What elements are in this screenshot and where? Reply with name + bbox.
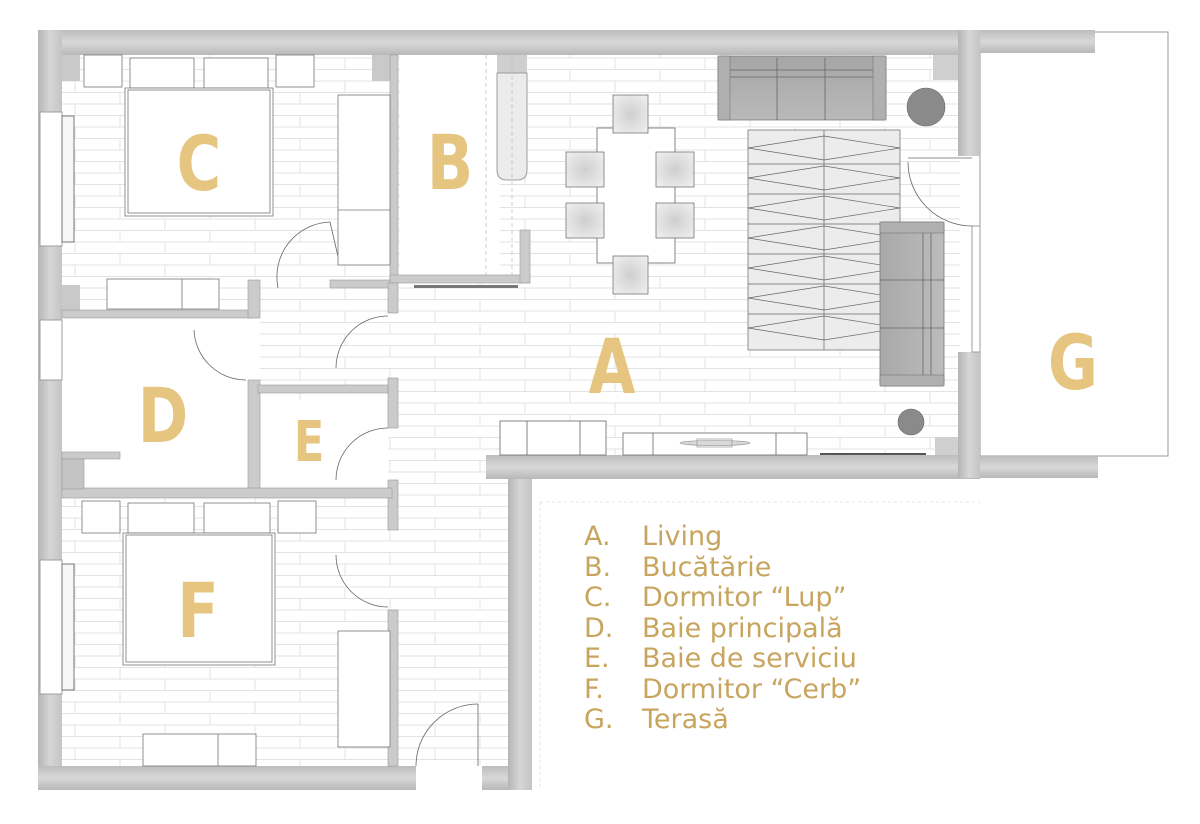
room-label-a: A (588, 323, 635, 411)
bedroom-c-furniture (83, 54, 391, 310)
outline-dashed (539, 501, 980, 790)
rug (747, 129, 901, 351)
room-label-d: D (138, 372, 188, 460)
room-label-b: B (427, 119, 473, 207)
legend-item-b: B. Bucătărie (584, 551, 861, 584)
dining-set (565, 94, 695, 295)
legend-label: Terasă (642, 704, 729, 735)
legend-label: Dormitor “Cerb” (642, 673, 862, 705)
legend-label: Baie de serviciu (642, 643, 857, 674)
room-label-f: F (177, 567, 219, 655)
white-floors (62, 31, 1169, 488)
doors (193, 157, 973, 767)
legend-key: D. (584, 612, 614, 644)
legend-item-f: F. Dormitor “Cerb” (584, 673, 862, 706)
legend-item-e: E. Baie de serviciu (584, 643, 861, 675)
windows (39, 111, 981, 695)
legend-item-g: G. Terasă (584, 704, 861, 736)
legend-key: G. (584, 704, 614, 735)
legend-item-a: A. Living (584, 521, 861, 553)
legend-label: Bucătărie (642, 551, 772, 583)
legend-key: E. (584, 643, 610, 674)
room-label-e: E (294, 409, 325, 474)
room-label-g: G (1048, 319, 1098, 407)
legend-label: Living (642, 521, 723, 552)
legend-label: Dormitor “Lup” (642, 582, 847, 613)
room-legend: A. Living B. Bucătărie C. Dormitor “Lup”… (584, 521, 862, 736)
room-label-c: C (177, 120, 222, 208)
room-labels: A B C D E F G (138, 119, 1098, 655)
living-furniture (499, 55, 946, 456)
legend-item-c: C. Dormitor “Lup” (584, 582, 861, 614)
legend-item-d: D. Baie principală (584, 612, 861, 645)
legend-key: A. (584, 521, 611, 552)
legend-key: C. (584, 582, 612, 613)
bedroom-f-furniture (81, 500, 391, 767)
legend-label: Baie principală (642, 612, 843, 644)
legend-key: B. (584, 551, 612, 583)
kitchen-furniture (414, 55, 528, 288)
legend-key: F. (584, 673, 604, 705)
interior-walls (61, 54, 531, 767)
